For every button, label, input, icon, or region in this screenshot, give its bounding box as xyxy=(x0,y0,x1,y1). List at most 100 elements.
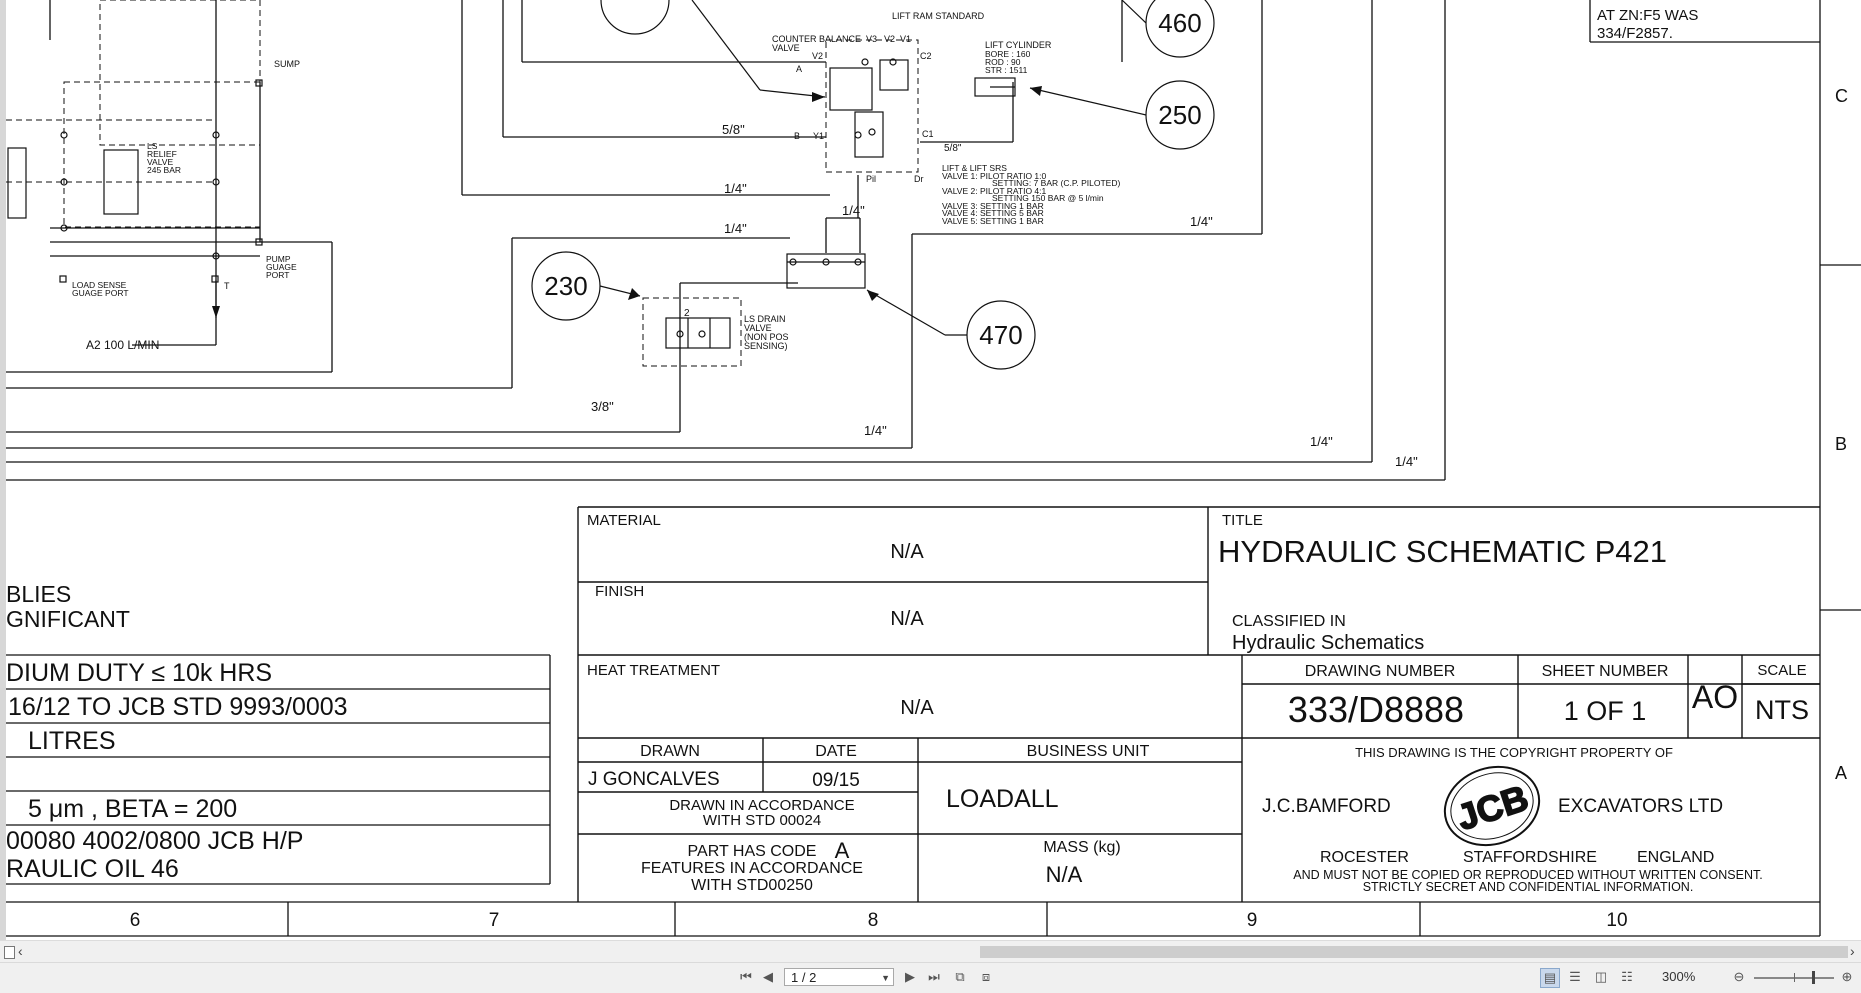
port-label: B xyxy=(794,131,800,141)
lift-note-line: SETTING: 7 BAR (C.P. PILOTED) xyxy=(992,178,1120,188)
pipe-size-label: 1/4" xyxy=(1310,434,1333,449)
part-code: PART HAS CODE xyxy=(688,843,817,860)
drawing-title: HYDRAULIC SCHEMATIC P421 xyxy=(1218,534,1667,569)
lift-note-line: VALVE 2: PILOT RATIO 4:1 xyxy=(942,186,1047,196)
port-label: C1 xyxy=(922,129,934,139)
finish-label: FINISH xyxy=(595,583,644,600)
continuous-view-icon[interactable]: ☰ xyxy=(1569,969,1581,984)
label-counter-balance: COUNTER BALANCE xyxy=(772,34,861,44)
first-page-icon[interactable]: ⏮ xyxy=(740,969,752,984)
drawing-number: 333/D8888 xyxy=(1288,689,1464,730)
label-pump-gauge: PORT xyxy=(266,270,289,280)
pipe-size-label: 1/4" xyxy=(1190,214,1213,229)
previous-page-icon[interactable]: ◀ xyxy=(763,969,773,984)
scroll-right-icon[interactable]: › xyxy=(1850,943,1855,959)
zoom-slider[interactable] xyxy=(1754,971,1834,984)
facing-view-icon[interactable]: ◫ xyxy=(1594,969,1608,984)
last-page-icon[interactable]: ⏭ xyxy=(928,969,940,984)
business-unit-value: LOADALL xyxy=(946,785,1059,813)
scrollbar-thumb[interactable] xyxy=(980,946,1848,958)
sheet-number-label: SHEET NUMBER xyxy=(1542,663,1669,680)
scroll-left-icon[interactable]: ‹ xyxy=(18,943,23,959)
port-label: V2 xyxy=(812,51,823,61)
pipe-size-label: 5/8" xyxy=(944,143,962,154)
chevron-down-icon[interactable]: ▼ xyxy=(881,973,890,983)
pipe-size-label: 1/4" xyxy=(1395,454,1418,469)
label-ls-relief: VALVE xyxy=(147,157,173,167)
port-label: Pil xyxy=(866,174,876,184)
part-code-letter: A xyxy=(835,838,850,863)
scale-label: SCALE xyxy=(1757,662,1806,679)
notes-heading: BLIES xyxy=(6,581,71,607)
lift-note-line: VALVE 3: SETTING 1 BAR xyxy=(942,201,1044,211)
address-rocester: ROCESTER xyxy=(1320,849,1409,866)
zone-col-8: 8 xyxy=(868,910,879,931)
label-sump: SUMP xyxy=(274,59,300,69)
port-label: Dr xyxy=(914,174,924,184)
label-valve: VALVE xyxy=(772,43,800,53)
copy-page-icon[interactable]: ⧉ xyxy=(955,969,965,984)
label-flow: A2 100 L/MIN xyxy=(86,338,159,352)
port-label: V3 xyxy=(866,34,877,44)
label-ls-relief: RELIEF xyxy=(147,149,177,159)
callout-250: 250 xyxy=(1158,100,1201,130)
revision-note-line: AT ZN:F5 WAS xyxy=(1597,7,1698,24)
lift-note-line: VALVE 4: SETTING 5 BAR xyxy=(942,208,1044,218)
title-label: TITLE xyxy=(1222,512,1263,529)
zoom-in-icon[interactable]: ⊕ xyxy=(1841,969,1853,984)
port-label: V1 xyxy=(900,34,911,44)
zoom-out-icon[interactable]: ⊖ xyxy=(1733,969,1745,984)
facing-continuous-view-icon[interactable]: ☷ xyxy=(1621,969,1633,984)
zone-row-c: C xyxy=(1835,86,1848,106)
page-number-field[interactable]: 1 / 2▼ xyxy=(784,968,894,986)
label-lift-cylinder: LIFT CYLINDER xyxy=(985,40,1052,50)
revision-note-line: 334/F2857. xyxy=(1597,25,1673,42)
part-code: FEATURES IN ACCORDANCE xyxy=(641,860,863,877)
material-label: MATERIAL xyxy=(587,512,661,529)
horizontal-scrollbar[interactable]: ‹ › xyxy=(0,940,1861,963)
mass-value: N/A xyxy=(1046,862,1083,887)
label-valve-number: 2 xyxy=(684,308,690,319)
jcb-logo: JCB xyxy=(1443,765,1541,847)
date-value: 09/15 xyxy=(812,770,860,791)
business-unit-label: BUSINESS UNIT xyxy=(1027,743,1150,760)
single-page-view-icon[interactable]: ▤ xyxy=(1540,968,1560,988)
notes-row: RAULIC OIL 46 xyxy=(6,855,179,883)
label-ls-drain: LS DRAIN xyxy=(744,314,786,324)
mass-label: MASS (kg) xyxy=(1043,839,1120,856)
classified-label: CLASSIFIED IN xyxy=(1232,613,1346,630)
zone-row-b: B xyxy=(1835,434,1847,454)
zoom-level[interactable]: 300% xyxy=(1662,969,1696,984)
copyright-line: AND MUST NOT BE COPIED OR REPRODUCED WIT… xyxy=(1293,868,1762,882)
label-ls-relief: 245 BAR xyxy=(147,165,181,175)
pipe-size-label: 1/4" xyxy=(724,221,747,236)
lift-note-line: VALVE 1: PILOT RATIO 1:0 xyxy=(942,171,1047,181)
port-label: A xyxy=(796,64,802,74)
label-stroke: STR : 1511 xyxy=(985,65,1028,75)
address-staffordshire: STAFFORDSHIRE xyxy=(1463,849,1597,866)
next-page-icon[interactable]: ▶ xyxy=(905,969,915,984)
heat-treatment-label: HEAT TREATMENT xyxy=(587,662,720,679)
callout-230: 230 xyxy=(544,271,587,301)
lift-note-line: LIFT & LIFT SRS xyxy=(942,163,1007,173)
company-name-right: EXCAVATORS LTD xyxy=(1558,796,1723,817)
zone-col-6: 6 xyxy=(130,910,141,931)
page-thumbnail-icon[interactable] xyxy=(4,946,15,959)
label-ls-drain: (NON POS xyxy=(744,332,789,342)
label-ls-relief: LS xyxy=(147,141,158,151)
viewer-left-edge xyxy=(0,0,6,940)
copyright-line: STRICTLY SECRET AND CONFIDENTIAL INFORMA… xyxy=(1363,880,1694,894)
pipe-size-label: 5/8" xyxy=(722,122,745,137)
zone-col-7: 7 xyxy=(489,910,500,931)
classified-value: Hydraulic Schematics xyxy=(1232,632,1424,654)
company-name-left: J.C.BAMFORD xyxy=(1262,796,1391,817)
document-viewport[interactable]: 460 250 230 470 LIFT RAM STANDARD SUMP C… xyxy=(0,0,1861,940)
pipe-size-label: 1/4" xyxy=(842,203,865,218)
callout-460: 460 xyxy=(1158,8,1201,38)
copyright-line: THIS DRAWING IS THE COPYRIGHT PROPERTY O… xyxy=(1355,745,1673,760)
sheet-size: AO xyxy=(1692,679,1738,715)
label-lift-ram: LIFT RAM STANDARD xyxy=(892,11,985,21)
port-label: Y1 xyxy=(813,131,824,141)
label-pump-gauge: GUAGE xyxy=(266,262,297,272)
rotate-page-icon[interactable]: ⧈ xyxy=(981,969,991,984)
